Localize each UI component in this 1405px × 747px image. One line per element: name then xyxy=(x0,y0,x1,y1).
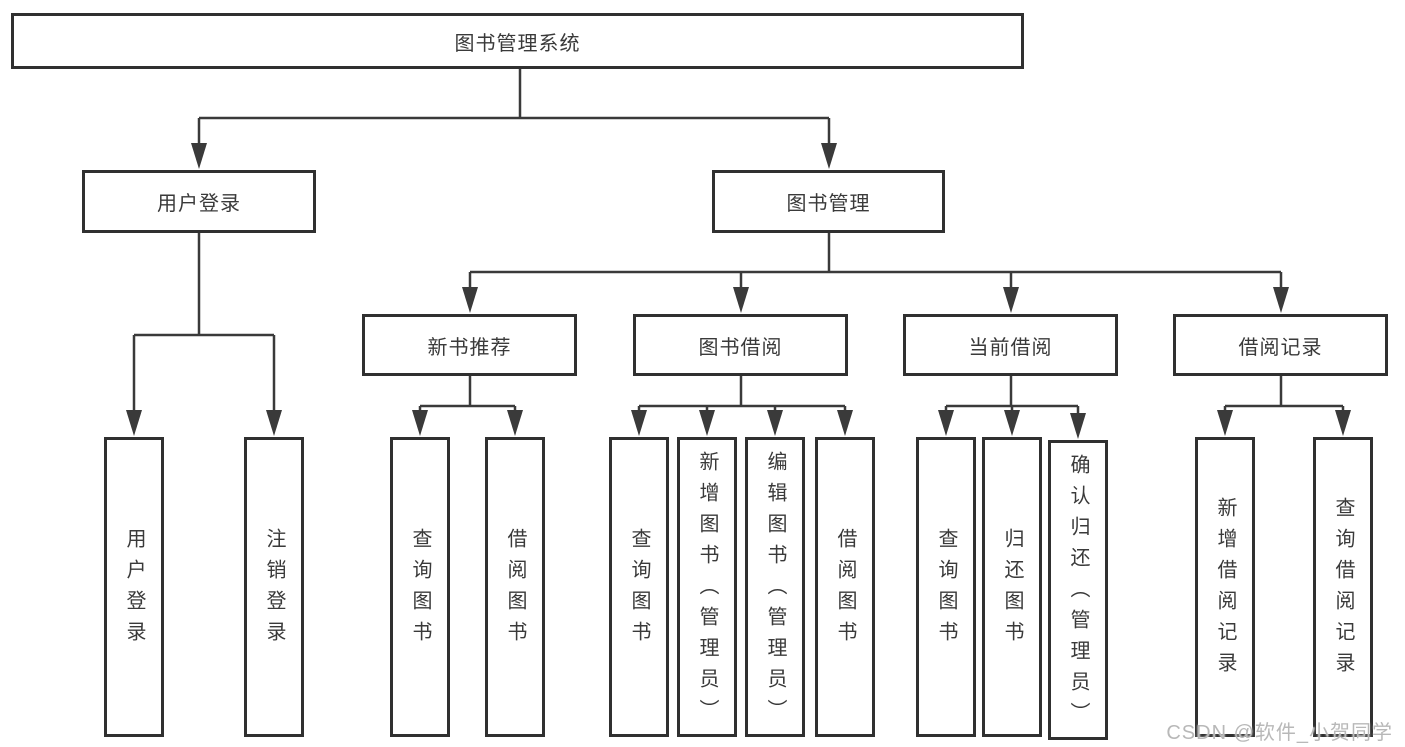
leaf-borrow-books-recommend: 借阅图书 xyxy=(485,437,545,737)
leaf-edit-book-admin: 编辑图书（管理员） xyxy=(745,437,805,737)
leaf-add-borrow-record: 新增借阅记录 xyxy=(1195,437,1255,737)
node-current-borrowing: 当前借阅 xyxy=(903,314,1118,376)
watermark: CSDN @软件_小贺同学 xyxy=(1166,722,1393,744)
leaf-return-books: 归还图书 xyxy=(982,437,1042,737)
leaf-confirm-return-admin: 确认归还（管理员） xyxy=(1048,440,1108,740)
leaf-query-books-current: 查询图书 xyxy=(916,437,976,737)
leaf-user-login: 用户登录 xyxy=(104,437,164,737)
leaf-query-borrow-record: 查询借阅记录 xyxy=(1313,437,1373,737)
node-borrowing-records: 借阅记录 xyxy=(1173,314,1388,376)
node-new-book-recommendation: 新书推荐 xyxy=(362,314,577,376)
leaf-query-books-borrowing: 查询图书 xyxy=(609,437,669,737)
node-user-login: 用户登录 xyxy=(82,170,316,233)
node-library-system: 图书管理系统 xyxy=(11,13,1024,69)
leaf-add-book-admin: 新增图书（管理员） xyxy=(677,437,737,737)
node-book-management: 图书管理 xyxy=(712,170,945,233)
leaf-query-books-recommend: 查询图书 xyxy=(390,437,450,737)
leaf-logout-login: 注销登录 xyxy=(244,437,304,737)
leaf-borrow-books: 借阅图书 xyxy=(815,437,875,737)
node-book-borrowing: 图书借阅 xyxy=(633,314,848,376)
